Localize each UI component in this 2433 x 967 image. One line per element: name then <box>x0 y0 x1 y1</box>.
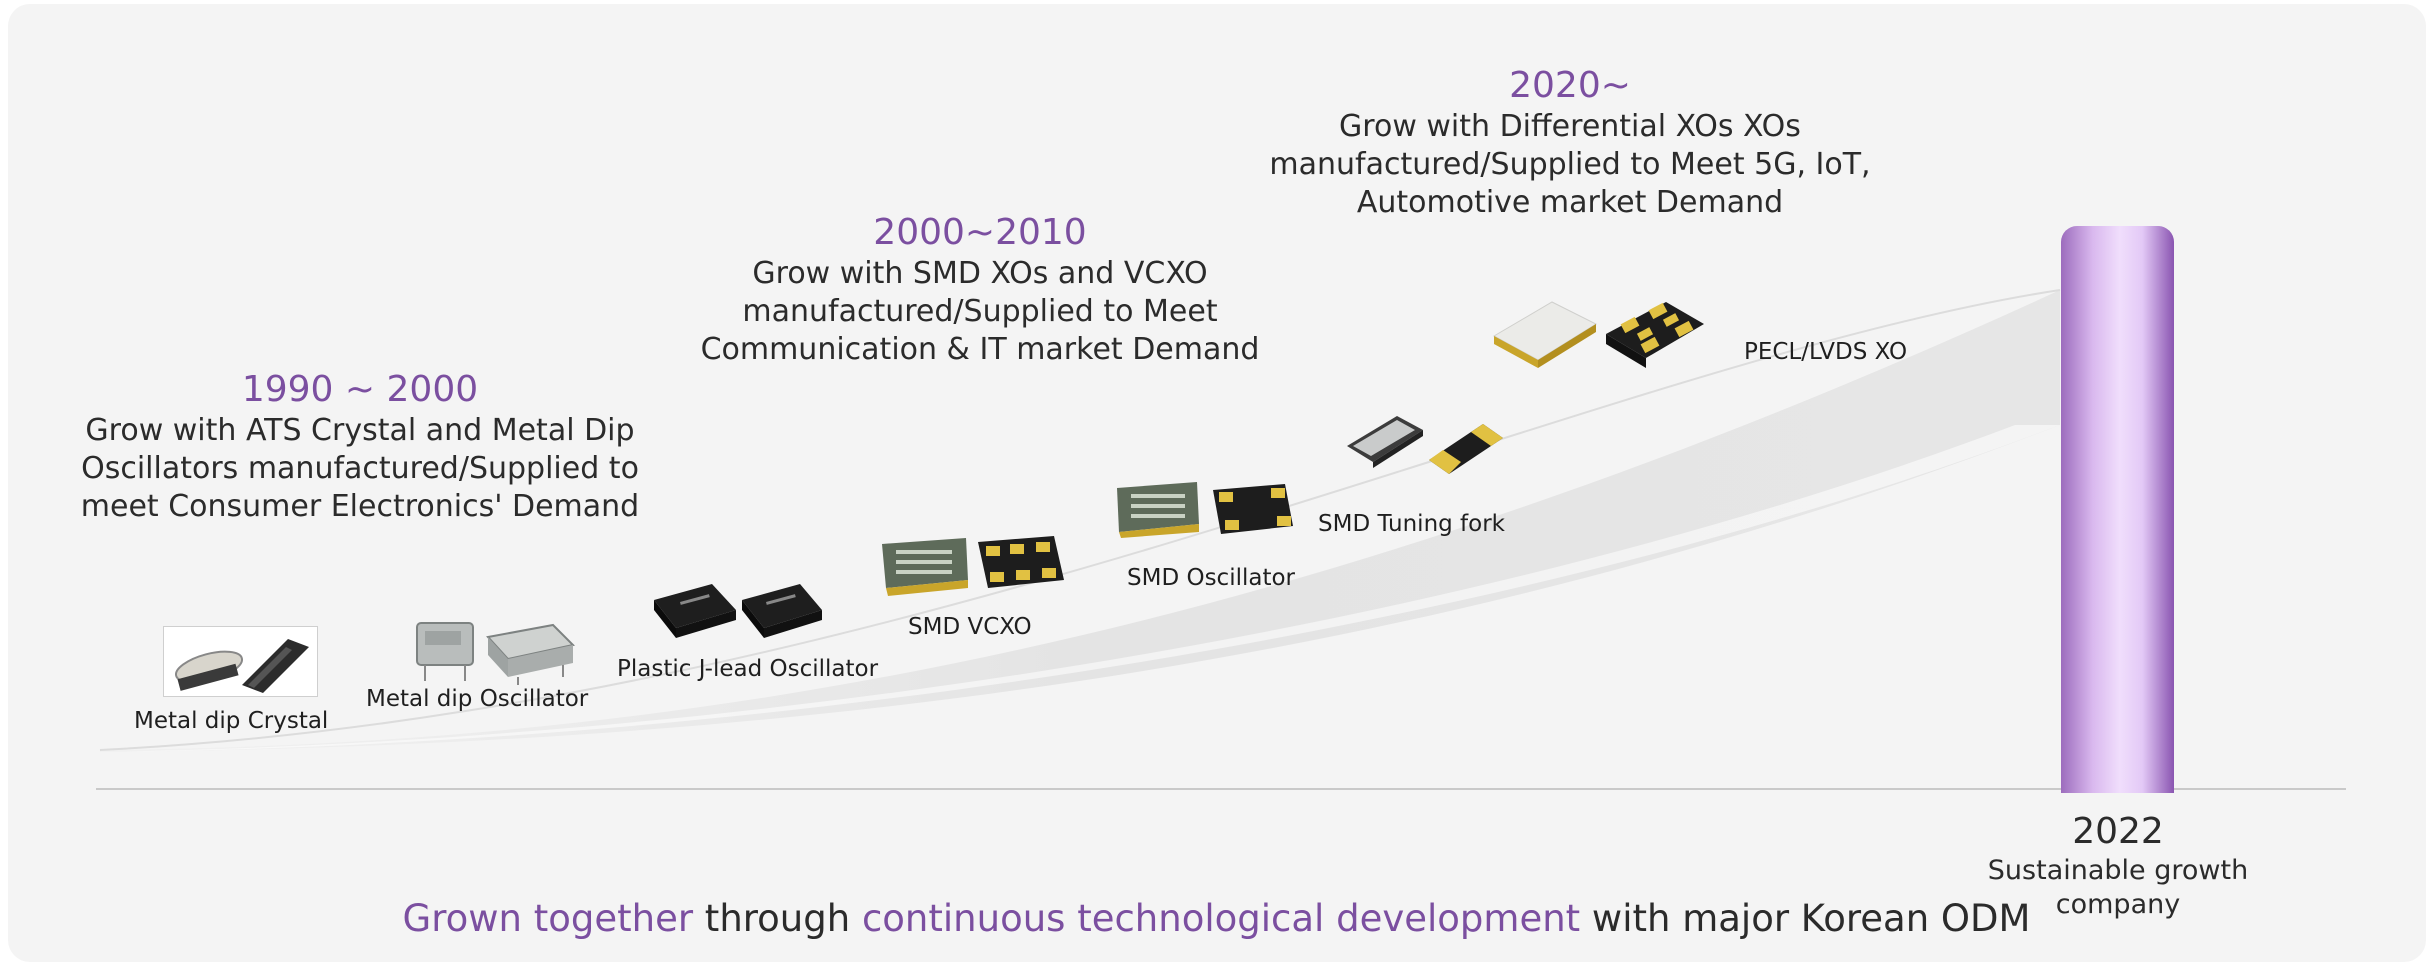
timeline-panel <box>8 4 2426 962</box>
smd-vcxo-image <box>878 536 1068 598</box>
era-2020: 2020~ Grow with Differential XOs XOs man… <box>1250 64 1890 222</box>
era-description: Grow with Differential XOs XOs manufactu… <box>1269 109 1871 220</box>
footer-highlight-1: Grown together <box>402 897 694 940</box>
era-year: 1990 ~ 2000 <box>241 369 479 410</box>
milestone-caption: Sustainable growth company <box>1987 855 2249 920</box>
plastic-jlead-oscillator-image <box>650 580 825 642</box>
era-description: Grow with SMD XOs and VCXO manufactured/… <box>700 256 1260 367</box>
product-label-metal-dip-oscillator: Metal dip Oscillator <box>366 686 589 712</box>
milestone-2022: 2022 Sustainable growth company <box>1960 810 2276 922</box>
timeline-baseline <box>96 788 2346 790</box>
era-year: 2020~ <box>1509 65 1631 106</box>
footer-tagline: Grown together through continuous techno… <box>0 897 2433 940</box>
milestone-year: 2022 <box>2072 811 2164 852</box>
metal-dip-oscillator-image <box>413 615 578 685</box>
product-label-plastic-jlead: Plastic J-lead Oscillator <box>617 656 879 682</box>
pecl-lvds-xo-image <box>1490 298 1710 380</box>
smd-oscillator-image <box>1115 480 1295 540</box>
smd-tuning-fork-image <box>1343 412 1508 480</box>
product-label-smd-oscillator: SMD Oscillator <box>1127 565 1296 591</box>
era-year: 2000~2010 <box>873 212 1087 253</box>
product-label-smd-tuning-fork: SMD Tuning fork <box>1318 511 1505 537</box>
product-label-smd-vcxo: SMD VCXO <box>908 614 1032 640</box>
growth-bar-2022 <box>2061 226 2174 793</box>
footer-text-1: through <box>693 897 862 940</box>
era-description: Grow with ATS Crystal and Metal Dip Osci… <box>80 413 640 524</box>
footer-highlight-2: continuous technological development <box>861 897 1581 940</box>
footer-text-2: with major Korean ODM <box>1580 897 2031 940</box>
product-label-pecl-lvds-xo: PECL/LVDS XO <box>1744 339 1908 365</box>
product-label-metal-dip-crystal: Metal dip Crystal <box>134 708 329 734</box>
era-1990-2000: 1990 ~ 2000 Grow with ATS Crystal and Me… <box>60 368 660 526</box>
era-2000-2010: 2000~2010 Grow with SMD XOs and VCXO man… <box>680 211 1280 369</box>
metal-dip-crystal-image <box>163 626 318 697</box>
